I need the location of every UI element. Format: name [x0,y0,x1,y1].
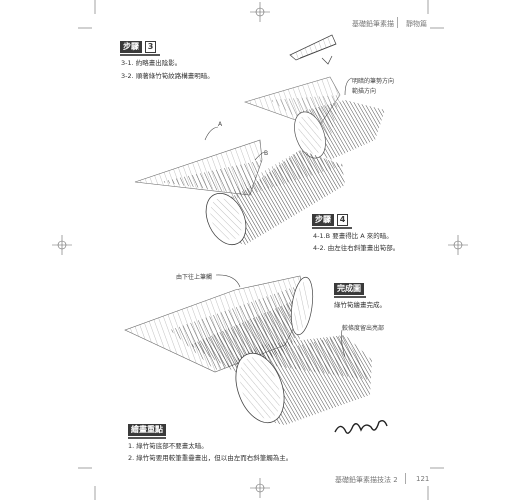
footer-title: 基礎鉛筆素描技法 2 [335,476,398,484]
footer-page-number: 121 [416,475,430,483]
header-book-title: 基礎鉛筆素描 [352,20,394,28]
note-marker-b: B [264,150,269,157]
step4-underline [312,227,352,229]
step3-line-1: 3-1. 約略畫出陰影。 [121,59,182,67]
key-points-line-2: 2. 綠竹筍要用較筆重疊畫出，但以由左而右斜筆觸為主。 [128,454,293,462]
leader-b [254,151,266,161]
key-points-underline [128,437,166,439]
header-separator [397,17,398,28]
final-bamboo-shoot [124,275,372,425]
leader-stroke-direction [344,77,353,96]
header-section: 靜物篇 [406,20,427,28]
note-highlight: 較條度留出亮部 [342,325,385,332]
complete-label: 完成圖 [334,283,364,295]
step4-line-1: 4-1.B 要畫得比 A 來的暗。 [313,232,393,240]
leader-bottom-to-top [215,274,241,288]
step3-line-2: 3-2. 順著綠竹筍紋路構畫明暗。 [121,72,214,80]
step4-number: 4 [337,214,348,226]
note-marker-a: A [218,121,223,128]
step3-bamboo-shoot [244,76,385,160]
leader-a [204,126,219,141]
step4-bamboo-shoot [134,139,345,246]
key-points-line-1: 1. 綠竹筍底部不要畫太暗。 [128,442,208,450]
note-bottom-to-top: 由下往上筆觸 [176,274,213,281]
step3-underline [120,54,160,56]
step3-number: 3 [145,41,156,53]
stroke-direction-sketch [289,34,337,65]
complete-underline [334,296,366,298]
complete-text: 綠竹筍繪畫完成。 [334,301,386,309]
signature-scribble [334,419,388,434]
note-stroke-direction-2: 範描方向 [352,88,377,95]
step4-label: 步驟 [312,214,334,226]
note-stroke-direction-1: 明暗的筆勢方向 [352,78,395,85]
step3-label: 步驟 [120,41,142,53]
footer-separator [405,473,406,484]
leader-highlight [341,329,346,358]
key-points-label: 繪畫重點 [128,424,166,436]
step4-line-2: 4-2. 由左往右斜筆畫出筍部。 [313,244,400,252]
